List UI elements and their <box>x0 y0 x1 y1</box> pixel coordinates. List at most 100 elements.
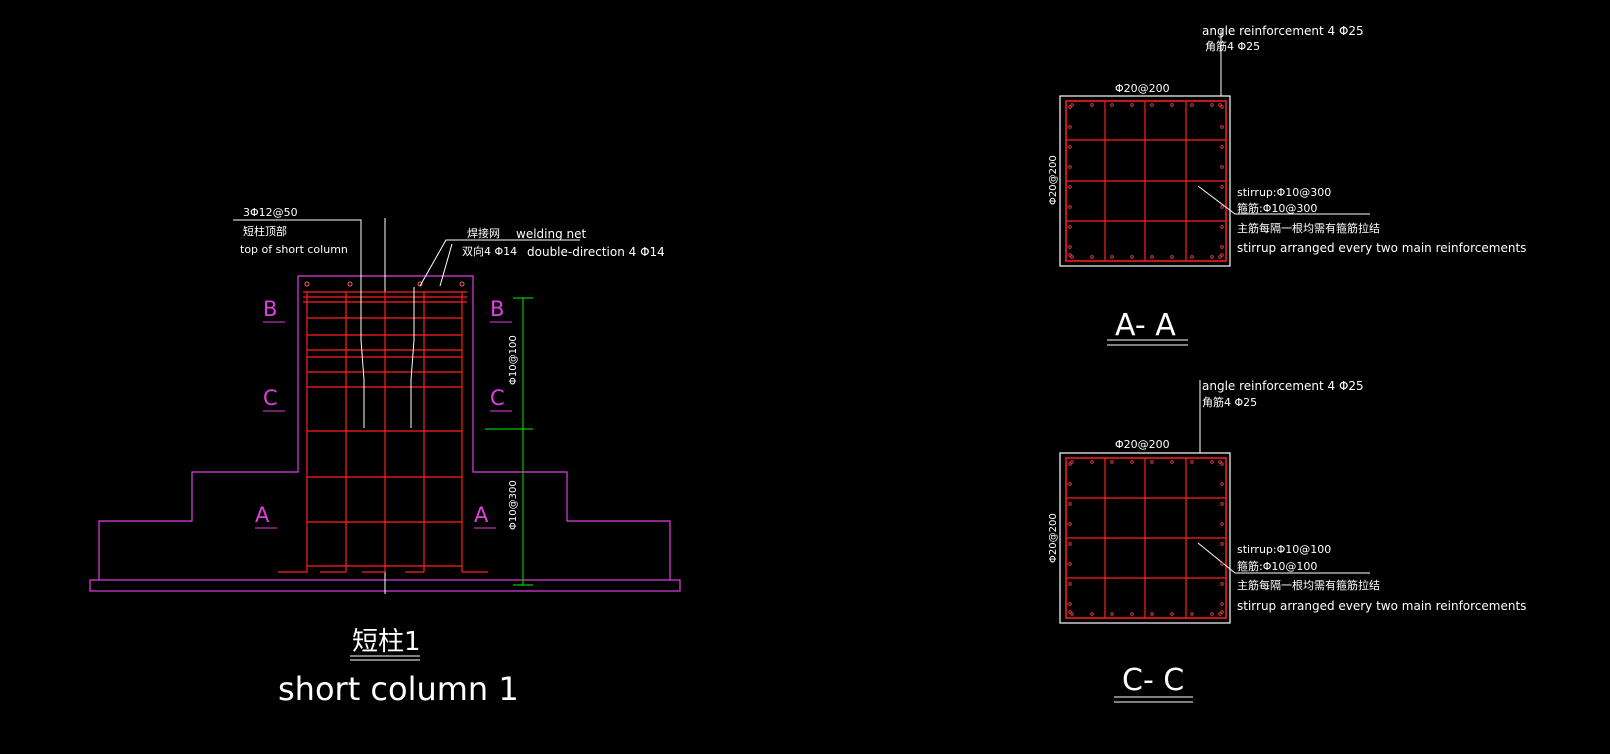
cc-top-dim: Φ20@200 <box>1115 438 1170 451</box>
section-aa: angle reinforcement 4 Φ25 角筋4 Φ25 Φ20@20… <box>1048 24 1526 346</box>
rebar-dot <box>1068 462 1072 466</box>
rebar-dot <box>1110 103 1114 107</box>
rebar-dot <box>1110 612 1114 616</box>
rebar-dot <box>1090 103 1094 107</box>
cc-angle-en: angle reinforcement 4 Φ25 <box>1202 379 1364 393</box>
aa-stirrup-en: stirrup:Φ10@300 <box>1237 186 1331 199</box>
rebar-dot <box>1070 612 1074 616</box>
rebar-dot <box>1068 105 1072 109</box>
cc-angle-cn: 角筋4 Φ25 <box>1202 395 1257 409</box>
rebar-dot <box>1220 582 1224 586</box>
rebar-dot <box>1220 225 1224 229</box>
rebar-dot <box>1190 460 1194 464</box>
rebar-dot <box>1190 103 1194 107</box>
rebar-cage <box>278 291 488 573</box>
rebar-dot <box>1068 582 1072 586</box>
elevation-view: B B C C A A 3Φ12@50 短柱顶部 top of short co… <box>89 206 681 708</box>
section-cc: angle reinforcement 4 Φ25 角筋4 Φ25 Φ20@20… <box>1048 379 1526 703</box>
rebar-dot <box>1090 612 1094 616</box>
rebar-dot <box>1070 255 1074 259</box>
aa-side-dim: Φ20@200 <box>1048 155 1059 205</box>
rebar-dot <box>1110 460 1114 464</box>
section-mark-b-left: B <box>263 297 277 321</box>
aa-angle-en: angle reinforcement 4 Φ25 <box>1202 24 1364 38</box>
welding-net-cn-1: 焊接网 <box>467 226 500 240</box>
rebar-dot <box>1220 610 1224 614</box>
rebar-dot <box>1220 245 1224 249</box>
rebar-dot <box>1150 612 1154 616</box>
rebar-dot <box>1170 255 1174 259</box>
rebar-dot <box>1068 205 1072 209</box>
rebar-dot <box>1220 562 1224 566</box>
rebar-dot <box>1220 165 1224 169</box>
rebar-dot <box>1210 255 1214 259</box>
rebar-dot <box>1220 145 1224 149</box>
aa-title: A- A <box>1115 308 1176 343</box>
rebar-dot <box>1090 255 1094 259</box>
section-marks: B B C C A A <box>255 297 512 529</box>
aa-top-dim: Φ20@200 <box>1115 82 1170 95</box>
rebar-dot <box>1068 165 1072 169</box>
cc-stirrup-cn: 箍筋:Φ10@100 <box>1237 559 1317 573</box>
rebar-dot <box>1218 103 1222 107</box>
rebar-dot <box>1218 612 1222 616</box>
cc-note-cn: 主筋每隔一根均需有箍筋拉结 <box>1237 578 1380 592</box>
rebar-dot <box>1220 105 1224 109</box>
rebar-dot <box>1210 103 1214 107</box>
rebar-dot <box>1130 612 1134 616</box>
cc-note-en: stirrup arranged every two main reinforc… <box>1237 599 1526 613</box>
aa-angle-cn: 角筋4 Φ25 <box>1205 39 1260 53</box>
aa-note-cn: 主筋每隔一根均需有箍筋拉结 <box>1237 221 1380 235</box>
rebar-dot <box>1090 460 1094 464</box>
leader-lines <box>233 219 580 295</box>
rebar-dot <box>1218 460 1222 464</box>
rebar-dot <box>1218 255 1222 259</box>
rebar-dot <box>1210 612 1214 616</box>
rebar-dot <box>1070 460 1074 464</box>
rebar-dot <box>1068 610 1072 614</box>
rebar-dot <box>1068 522 1072 526</box>
rebar-dot <box>1150 255 1154 259</box>
rebar-dot <box>1070 103 1074 107</box>
welding-net-en-2: double-direction 4 Φ14 <box>527 245 665 259</box>
rebar-dot <box>1220 253 1224 257</box>
rebar-dot <box>1068 145 1072 149</box>
cc-stirrup-en: stirrup:Φ10@100 <box>1237 543 1331 556</box>
rebar-dot <box>1170 103 1174 107</box>
rebar-dot <box>1068 502 1072 506</box>
rebar-dot <box>1068 253 1072 257</box>
rebar-dot <box>1150 460 1154 464</box>
top-rebar-cn: 短柱顶部 <box>243 224 287 238</box>
section-mark-a-right: A <box>474 503 489 527</box>
cc-title: C- C <box>1122 663 1184 698</box>
cc-side-dim: Φ20@200 <box>1048 513 1059 563</box>
stirrup-upper-dim: Φ10@100 <box>508 335 519 385</box>
dowel-bars <box>360 287 415 428</box>
rebar-dot <box>1210 460 1214 464</box>
welding-net-cn-2: 双向4 Φ14 <box>462 244 517 258</box>
top-rebar-en: top of short column <box>240 243 348 256</box>
section-mark-a-left: A <box>255 503 270 527</box>
rebar-dot <box>1130 460 1134 464</box>
rebar-dot <box>1220 482 1224 486</box>
rebar-dot <box>1220 502 1224 506</box>
rebar-dot <box>1150 103 1154 107</box>
welding-net-en-1: welding net <box>516 227 587 241</box>
rebar-dot <box>1068 562 1072 566</box>
rebar-dot <box>1220 542 1224 546</box>
rebar-dot <box>1220 205 1224 209</box>
rebar-dot <box>1170 612 1174 616</box>
rebar-dot <box>1110 255 1114 259</box>
rebar-dot <box>1068 602 1072 606</box>
rebar-dot <box>1190 255 1194 259</box>
rebar-dot <box>1068 185 1072 189</box>
rebar-dot <box>1220 522 1224 526</box>
rebar-dot <box>1068 225 1072 229</box>
rebar-dot <box>1068 542 1072 546</box>
rebar-dot <box>1068 125 1072 129</box>
rebar-dot <box>1220 602 1224 606</box>
rebar-dot <box>1068 482 1072 486</box>
top-rebar-spec: 3Φ12@50 <box>243 206 298 219</box>
